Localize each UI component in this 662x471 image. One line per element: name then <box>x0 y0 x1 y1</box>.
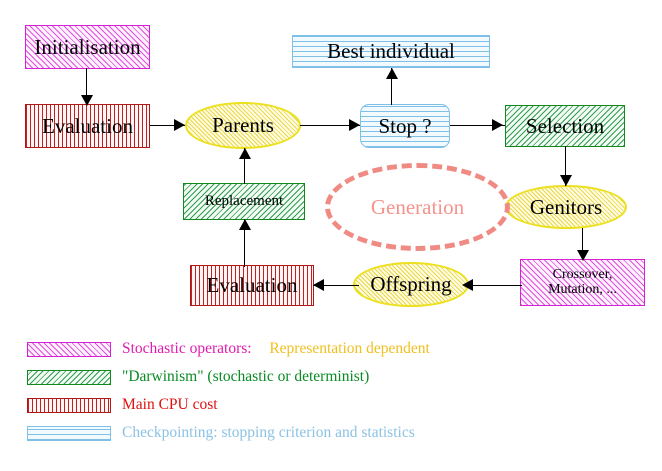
arrowhead-stop-to-best-individual <box>386 68 398 79</box>
legend-text-checkpointing: Checkpointing: stopping criterion and st… <box>122 424 415 441</box>
edge-offspring-to-evaluation <box>313 285 359 287</box>
node-crossover-label-line2: Mutation, ... <box>548 281 617 297</box>
legend-swatch-magenta-diagonal-hatch <box>27 342 111 357</box>
arrowhead-stop-to-selection <box>492 119 503 131</box>
arrowhead-evaluation-to-replacement <box>239 219 251 230</box>
arrowhead-parents-to-stop <box>349 119 360 131</box>
node-offspring-label: Offspring <box>370 272 452 297</box>
legend-swatch-green-diagonal-hatch <box>27 370 111 385</box>
legend-text-cpu-cost: Main CPU cost <box>122 396 218 413</box>
edge-parents-to-stop <box>300 125 360 127</box>
legend-text-stochastic: Stochastic operators: Representation dep… <box>122 340 430 358</box>
edge-evaluation-to-parents <box>150 125 185 127</box>
arrowhead-crossover-to-offspring <box>462 279 473 291</box>
node-crossover-mutation[interactable]: Crossover, Mutation, ... <box>520 259 645 306</box>
node-evaluation-bottom-label: Evaluation <box>206 273 298 298</box>
legend-swatch-blue-horizontal-hatch <box>27 426 111 441</box>
legend-text-stochastic-primary: Stochastic operators: <box>122 340 252 357</box>
legend-swatch-red-vertical-hatch <box>27 398 111 413</box>
node-generation-label: Generation <box>370 194 465 219</box>
node-genitors[interactable]: Genitors <box>505 185 627 229</box>
node-selection-label: Selection <box>525 113 605 138</box>
node-initialisation-label: Initialisation <box>34 34 141 59</box>
arrowhead-selection-to-genitors <box>560 175 572 186</box>
node-crossover-label-line1: Crossover, <box>552 266 613 282</box>
node-best-individual-label: Best individual <box>327 39 455 64</box>
node-selection[interactable]: Selection <box>505 105 625 147</box>
legend-text-darwinism: "Darwinism" (stochastic or determinist) <box>122 368 370 385</box>
edge-crossover-to-offspring <box>468 285 522 287</box>
edge-replacement-to-parents <box>244 148 246 184</box>
node-parents-label: Parents <box>212 113 274 138</box>
node-stop-label: Stop ? <box>378 113 432 138</box>
node-evaluation-top-label: Evaluation <box>42 113 133 138</box>
arrowhead-initialisation-to-evaluation <box>81 95 93 106</box>
node-replacement-label: Replacement <box>204 192 284 209</box>
node-genitors-label: Genitors <box>529 194 603 219</box>
arrowhead-evaluation-to-parents <box>174 119 185 131</box>
edge-selection-to-genitors <box>565 146 567 186</box>
node-evaluation-bottom[interactable]: Evaluation <box>190 265 314 306</box>
arrowhead-offspring-to-evaluation <box>313 279 324 291</box>
node-parents[interactable]: Parents <box>185 102 301 149</box>
arrowhead-replacement-to-parents <box>239 148 251 159</box>
node-best-individual[interactable]: Best individual <box>292 35 490 68</box>
edge-initialisation-to-evaluation <box>86 68 88 100</box>
node-replacement[interactable]: Replacement <box>183 183 305 220</box>
node-evaluation-top[interactable]: Evaluation <box>25 104 150 148</box>
legend-text-stochastic-secondary: Representation dependent <box>269 340 430 357</box>
edge-evaluation-to-replacement <box>244 219 246 267</box>
edge-genitors-to-crossover <box>582 228 584 260</box>
edge-stop-to-best-individual <box>391 68 393 105</box>
node-initialisation[interactable]: Initialisation <box>25 25 150 69</box>
node-stop[interactable]: Stop ? <box>360 104 450 148</box>
edge-stop-to-selection <box>450 125 505 127</box>
arrowhead-genitors-to-crossover <box>577 250 589 261</box>
node-offspring[interactable]: Offspring <box>353 262 469 307</box>
node-generation: Generation <box>325 163 510 251</box>
